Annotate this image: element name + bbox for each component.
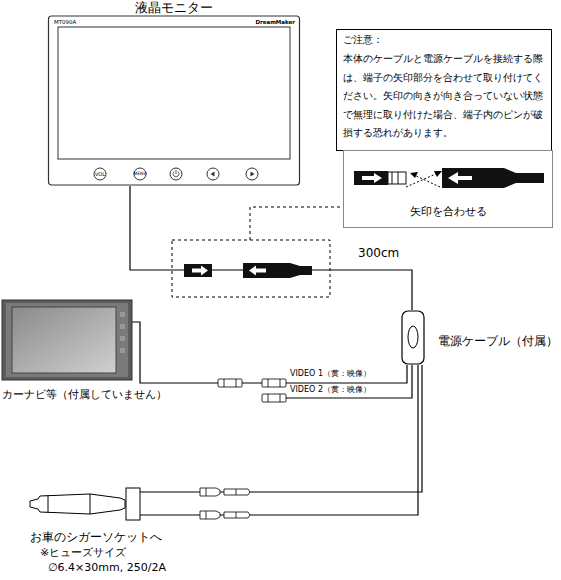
cable-length: 300cm [358, 246, 399, 260]
brand-name: DreamMaker [255, 19, 295, 26]
zoom-leader [250, 207, 343, 240]
notice-box: ご注意： 本体のケーブルと電源ケーブルを接続する際は、端子の矢印部分を合わせて取り… [336, 29, 552, 151]
power-wire [140, 365, 422, 492]
monitor: 液晶モニター MT090A DreamMakerVOL MENU [48, 0, 301, 186]
rca-plugs [218, 379, 286, 402]
monitor-art [48, 0, 300, 186]
fuse-size: ∅6.4×30mm, 250/2A [48, 561, 166, 574]
model-name: MT090A [54, 19, 76, 26]
navi-caption: カーナビ等（付属していません） [2, 388, 167, 401]
male-connector [184, 264, 212, 277]
cable-label: 電源ケーブル（付属） [438, 334, 558, 348]
zoom-caption: 矢印を合わせる [344, 205, 552, 218]
notice-body: 本体のケーブルと電源ケーブルを接続する際は、端子の矢印部分を合わせて取り付けてく… [343, 50, 543, 143]
zoom-box: 矢印を合わせる [343, 150, 553, 228]
connector-arrow [192, 266, 208, 276]
connector-arrow [249, 266, 266, 276]
button-label: MENU [131, 171, 150, 176]
car-navi: カーナビ等（付属していません） [2, 298, 177, 404]
connector-group-outline [172, 240, 330, 297]
monitor-title: 液晶モニター [48, 0, 300, 16]
cigarette-plug: お車のシガーソケットへ ※ヒューズサイズ ∅6.4×30mm, 250/2A [30, 480, 175, 576]
power-cable-junction: 電源ケーブル（付属） [400, 310, 559, 365]
cable [177, 365, 407, 383]
navi-wire [132, 322, 177, 383]
video2-wire [286, 365, 412, 398]
signal-name: VIDEO 2（黄：映像） [290, 385, 371, 395]
notice-heading: ご注意： [343, 34, 383, 46]
female-connector [243, 263, 312, 278]
cable [175, 365, 418, 515]
cable [130, 186, 412, 310]
button-label: VOL [91, 171, 110, 177]
fuse-holders [200, 488, 250, 519]
fuse-heading: ※ヒューズサイズ [40, 546, 126, 559]
socket-label: お車のシガーソケットへ [30, 530, 162, 544]
signal-name: VIDEO 1（黄：映像） [290, 369, 371, 379]
